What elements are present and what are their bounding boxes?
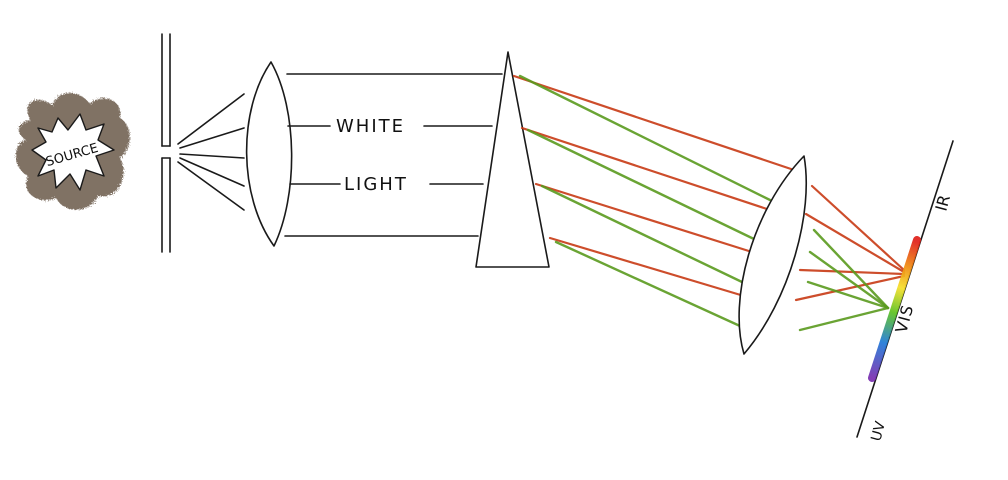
- uv-label: UV: [868, 419, 889, 443]
- prism: [475, 51, 550, 268]
- white-light-label-1: WHITE: [336, 116, 405, 137]
- collimating-lens: [245, 61, 293, 247]
- collimated-beams: [284, 73, 503, 237]
- diverging-rays: [177, 93, 245, 211]
- converging-rays: [794, 184, 906, 332]
- light-source: SOURCE: [15, 92, 130, 210]
- white-light-label-2: LIGHT: [344, 174, 408, 195]
- source-burst: [31, 113, 115, 191]
- entrance-slit: [161, 33, 171, 253]
- dispersed-rays: [512, 74, 802, 328]
- ir-label: IR: [932, 193, 954, 213]
- focusing-lens: [738, 155, 808, 355]
- detector-plane: [856, 140, 954, 438]
- spectrum-band: [868, 236, 921, 382]
